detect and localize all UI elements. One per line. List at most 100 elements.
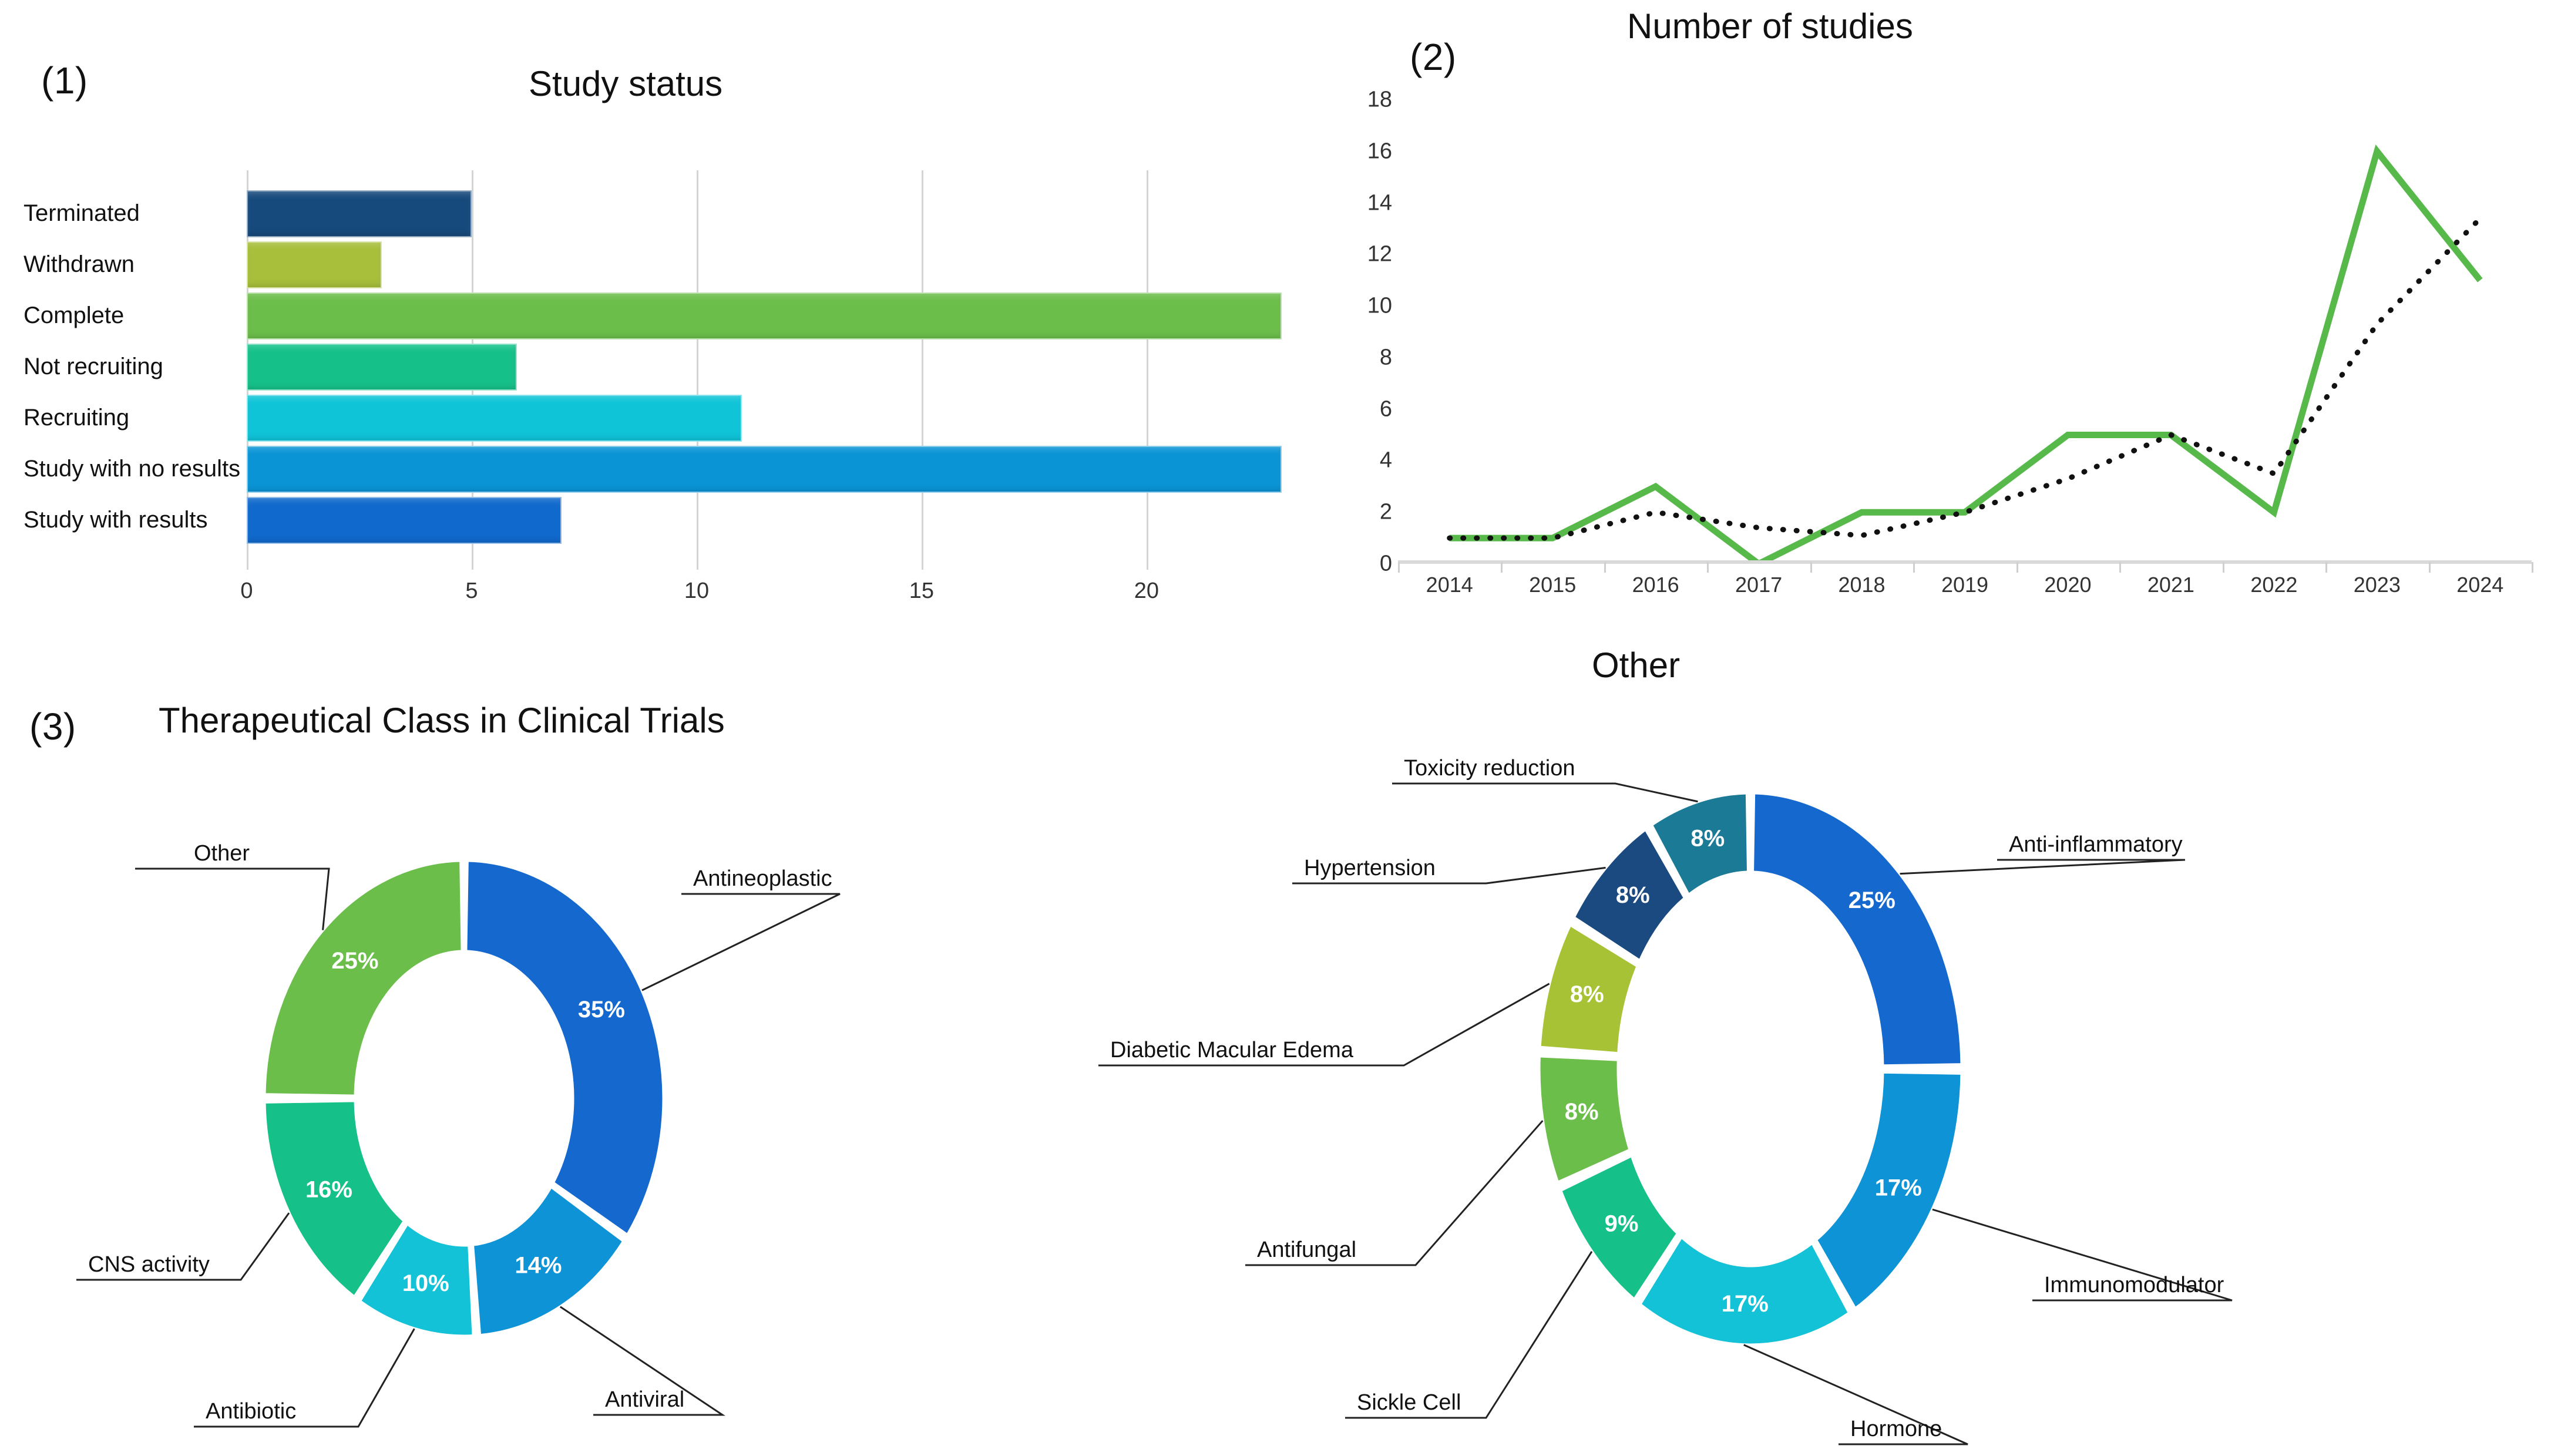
line-y-tick-label: 12 <box>1367 241 1392 267</box>
callout-label: Hormone <box>1850 1417 1942 1441</box>
line-x-tick-label: 2019 <box>1941 573 1989 597</box>
callout-label: Antifungal <box>1257 1238 1356 1262</box>
bar-row <box>247 239 1304 290</box>
line-y-tick-label: 2 <box>1379 499 1392 524</box>
line-plot-area <box>1398 100 2532 568</box>
donut4-title: Other <box>1592 645 1681 685</box>
donut3-svg: 35%14%10%16%25%AntineoplasticAntiviralAn… <box>76 841 841 1428</box>
bar-rect <box>247 292 1282 339</box>
callout-leader-line <box>641 893 841 991</box>
bar-rect <box>247 190 472 237</box>
bar-category-label: Not recruiting <box>23 354 163 379</box>
bar-x-tick-label: 5 <box>465 579 478 603</box>
bar-row <box>247 341 1304 392</box>
callout-label: CNS activity <box>88 1252 210 1277</box>
bar-series <box>247 188 1304 546</box>
donut-callout: Toxicity reduction <box>1392 756 1698 803</box>
bar-category-label: Withdrawn <box>23 251 135 277</box>
donut-slice-percent: 8% <box>1570 981 1604 1007</box>
donut-slice[interactable] <box>358 1221 475 1338</box>
line-x-tickmark <box>1501 562 1503 573</box>
donut-callout: Antibiotic <box>194 1328 415 1428</box>
callout-leader-line <box>135 867 330 930</box>
line-x-tickmark <box>2428 562 2431 573</box>
line-x-tick-label: 2024 <box>2456 573 2504 597</box>
donut-callout: Hormone <box>1743 1344 1968 1445</box>
donut-slice[interactable] <box>1538 922 1640 1055</box>
callout-leader-line <box>1932 1208 2233 1302</box>
bar-category-label: Study with no results <box>23 456 241 482</box>
line-y-tick-label: 10 <box>1367 293 1392 318</box>
donut-slice-percent: 25% <box>1849 887 1895 913</box>
callout-leader-line <box>76 1212 290 1281</box>
callout-label: Anti-inflammatory <box>2009 832 2183 857</box>
bar-row <box>247 290 1304 341</box>
line-x-tickmark <box>2016 562 2018 573</box>
donut-slice[interactable] <box>470 1184 626 1337</box>
bar-x-tick-label: 0 <box>240 579 253 603</box>
line-x-tick-label: 2020 <box>2044 573 2092 597</box>
line-y-tick-label: 6 <box>1379 396 1392 422</box>
panel-other-breakdown: Other 25%17%17%9%8%8%8%8%Anti-inflammato… <box>1087 634 2561 1456</box>
bar-category-label: Recruiting <box>23 405 130 431</box>
callout-leader-line <box>1292 866 1606 885</box>
line-x-tick-label: 2018 <box>1838 573 1886 597</box>
bar-rect <box>247 241 382 288</box>
bar-plot-area <box>247 170 1304 570</box>
line-x-tickmark <box>2325 562 2328 573</box>
bar-row <box>247 495 1304 546</box>
donut-callout: Antifungal <box>1245 1120 1544 1266</box>
line-x-tick-label: 2014 <box>1426 573 1473 597</box>
donut-slice-percent: 25% <box>331 948 378 974</box>
bar-rect <box>247 496 562 544</box>
line-x-tickmark <box>2532 562 2533 573</box>
donut-slice-percent: 16% <box>305 1176 352 1202</box>
callout-label: Antineoplastic <box>693 866 832 891</box>
callout-leader-line <box>1392 782 1698 803</box>
donut-slice-percent: 14% <box>515 1253 562 1279</box>
bar-gridline <box>1146 170 1148 570</box>
bar-x-tick-label: 20 <box>1134 579 1159 603</box>
bar-category-label: Study with results <box>23 507 208 533</box>
bar-chart-title: Study status <box>529 64 723 103</box>
line-x-tick-label: 2023 <box>2353 573 2401 597</box>
callout-label: Sickle Cell <box>1357 1390 1461 1415</box>
line-y-tick-label: 16 <box>1367 139 1392 164</box>
donut-slice-percent: 9% <box>1605 1211 1639 1237</box>
callout-label: Toxicity reduction <box>1404 756 1575 781</box>
donut-slice[interactable] <box>1638 1234 1851 1347</box>
donut-slice[interactable] <box>1558 1153 1680 1302</box>
panel-tag-3: (3) <box>29 705 76 748</box>
bar-rect <box>247 343 517 391</box>
donut-slice[interactable] <box>1814 1070 1964 1311</box>
donut-slice[interactable] <box>1750 791 1964 1068</box>
donut4-svg: 25%17%17%9%8%8%8%8%Anti-inflammatoryImmu… <box>1098 756 2233 1445</box>
donut-slice-percent: 8% <box>1690 826 1725 852</box>
line-x-tickmark <box>2222 562 2224 573</box>
donut-slice[interactable] <box>1649 791 1750 897</box>
line-x-tick-label: 2016 <box>1632 573 1679 597</box>
callout-leader-line <box>1900 859 2186 875</box>
donut-slice-percent: 17% <box>1722 1291 1769 1317</box>
callout-leader-line <box>1743 1344 1968 1445</box>
bar-x-tick-label: 15 <box>909 579 935 603</box>
callout-label: Antiviral <box>605 1387 684 1412</box>
line-x-tickmark <box>2119 562 2122 573</box>
donut-slice[interactable] <box>263 1099 406 1300</box>
donut-slice[interactable] <box>263 859 464 1098</box>
line-x-tickmark <box>1707 562 1709 573</box>
line-x-tick-label: 2022 <box>2250 573 2298 597</box>
donut-callout: CNS activity <box>76 1212 290 1281</box>
donut-slice[interactable] <box>1537 1054 1632 1185</box>
callout-label: Immunomodulator <box>2044 1273 2224 1297</box>
bar-row <box>247 443 1304 495</box>
donut-slice[interactable] <box>464 859 666 1238</box>
donut-slice-percent: 17% <box>1875 1175 1922 1201</box>
line-y-tick-label: 18 <box>1367 87 1392 112</box>
donut-slice[interactable] <box>1571 827 1687 963</box>
